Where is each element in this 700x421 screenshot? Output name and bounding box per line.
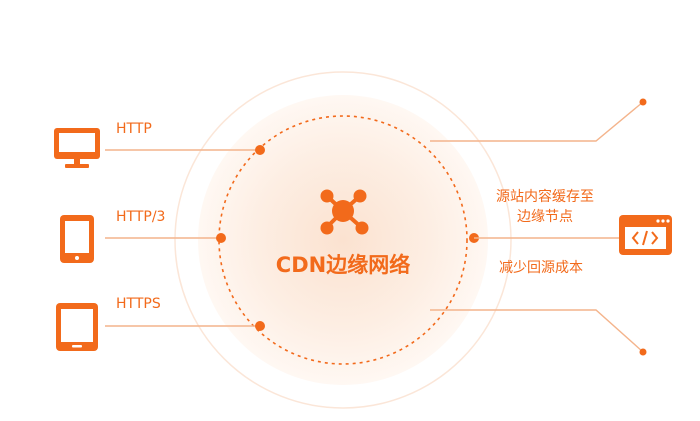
- connector-bottom-right: [430, 309, 644, 353]
- tablet-icon: [56, 303, 98, 351]
- node-dot-https: [255, 321, 265, 331]
- endpoint-dot-top: [639, 98, 647, 106]
- code-window-icon: [619, 215, 672, 255]
- label-http3: HTTP/3: [116, 209, 165, 225]
- right-text-line3: 减少回源成本: [499, 260, 583, 276]
- network-hub-icon: [320, 189, 369, 235]
- right-text-line2: 边缘节点: [517, 209, 573, 225]
- label-http: HTTP: [116, 121, 152, 137]
- dashed-ring: [218, 115, 468, 365]
- endpoint-dot-bottom: [639, 348, 647, 356]
- label-https: HTTPS: [116, 296, 161, 312]
- right-text-line1: 源站内容缓存至: [496, 188, 594, 205]
- center-halo: [198, 95, 488, 385]
- connector-top-right: [430, 101, 644, 142]
- outer-halo-ring: [174, 71, 512, 409]
- center-label: CDN边缘网络: [276, 253, 410, 277]
- node-dot-http: [255, 145, 265, 155]
- desktop-monitor-icon: [54, 128, 100, 168]
- node-dot-http3: [216, 233, 226, 243]
- smartphone-icon: [60, 215, 94, 263]
